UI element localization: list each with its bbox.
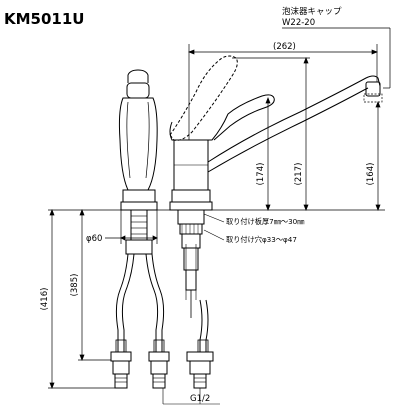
front-shank-assembly (177, 209, 205, 318)
hole-diameter-label: 取り付け穴φ33～φ47 (226, 235, 297, 244)
spout (207, 75, 381, 173)
connection-thread-label: G1/2 (190, 394, 210, 404)
front-hose-connection (186, 299, 214, 389)
spout-reach-label: (262) (273, 42, 296, 52)
base-diameter-label: φ60 (86, 234, 102, 244)
spout-height-dimension (375, 101, 381, 211)
body-height-label: (174) (256, 163, 266, 186)
spout-height-label: (164) (366, 163, 376, 186)
overall-length-label: (416) (40, 288, 50, 311)
mounting-leader-lines (203, 213, 225, 241)
aerator-leader-line (282, 27, 391, 89)
handle-open-position (169, 55, 238, 141)
spout-reach-dimension (188, 44, 378, 140)
supply-hoses (110, 253, 170, 389)
body-height-dimension (265, 97, 271, 211)
under-counter-dimensions (48, 209, 118, 389)
side-view (118, 69, 158, 255)
aerator-thread-label: W22-20 (282, 18, 315, 28)
total-height-dimension (232, 57, 310, 211)
handle-closed-position (169, 94, 275, 141)
thread-callout-lines (162, 388, 220, 405)
aerator-label: 泡沫器キャップ (282, 6, 342, 17)
total-height-label: (217) (294, 163, 304, 186)
model-number: KM5011U (4, 10, 84, 28)
under-counter-length-label: (385) (70, 274, 80, 297)
base-diameter-dimension (105, 210, 158, 244)
counter-thickness-label: 取り付け板厚7㎜～30㎜ (226, 217, 304, 226)
aerator-cap-icon (363, 93, 383, 103)
faucet-body (169, 139, 213, 211)
